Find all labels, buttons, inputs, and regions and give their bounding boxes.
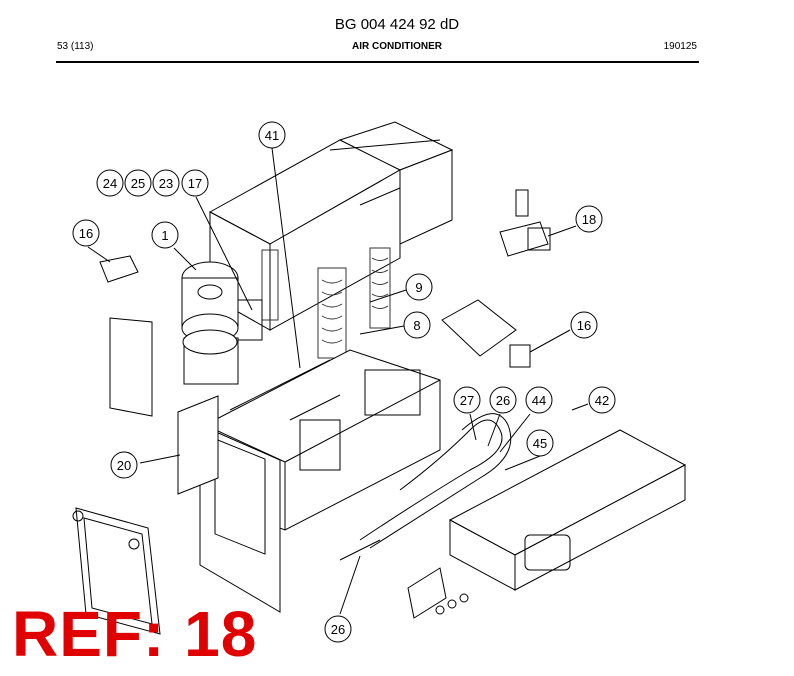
svg-text:42: 42 — [595, 393, 609, 408]
callout-45: 45 — [526, 429, 554, 457]
page-number: 53 (113) — [57, 41, 94, 52]
callout-41: 41 — [258, 121, 286, 149]
callout-17: 17 — [181, 169, 209, 197]
callout-26-bottom: 26 — [324, 615, 352, 643]
svg-text:9: 9 — [415, 280, 422, 295]
svg-text:16: 16 — [79, 226, 93, 241]
callout-26-top: 26 — [489, 386, 517, 414]
callout-16-right: 16 — [570, 311, 598, 339]
valve-assembly — [499, 189, 551, 257]
svg-text:45: 45 — [533, 436, 547, 451]
svg-text:17: 17 — [188, 176, 202, 191]
svg-text:24: 24 — [103, 176, 117, 191]
callout-1: 1 — [151, 221, 179, 249]
left-panel — [99, 255, 153, 417]
drain-tray — [448, 429, 687, 591]
coils — [261, 247, 391, 359]
front-cover — [72, 507, 161, 635]
svg-text:25: 25 — [131, 176, 145, 191]
callout-24: 24 — [96, 169, 124, 197]
revision-date: 190125 — [663, 41, 697, 52]
svg-text:16: 16 — [577, 318, 591, 333]
bracket — [441, 299, 531, 368]
svg-text:26: 26 — [496, 393, 510, 408]
section-title: AIR CONDITIONER — [352, 41, 442, 52]
callout-8: 8 — [403, 311, 431, 339]
svg-text:8: 8 — [413, 318, 420, 333]
callout-44: 44 — [525, 386, 553, 414]
document-code: BG 004 424 92 dD — [334, 16, 460, 33]
callout-42: 42 — [588, 386, 616, 414]
reference-stamp: REF: 18 — [12, 598, 258, 670]
callout-25: 25 — [124, 169, 152, 197]
leader-lines — [87, 147, 589, 615]
svg-text:18: 18 — [582, 212, 596, 227]
main-frame — [199, 349, 441, 613]
svg-text:41: 41 — [265, 128, 279, 143]
mounting-plate — [407, 567, 469, 619]
svg-text:44: 44 — [532, 393, 546, 408]
callout-18: 18 — [575, 205, 603, 233]
header-rule — [56, 61, 699, 63]
svg-text:20: 20 — [117, 458, 131, 473]
callout-20: 20 — [110, 451, 138, 479]
svg-text:1: 1 — [161, 228, 168, 243]
svg-text:26: 26 — [331, 622, 345, 637]
callout-16-left: 16 — [72, 219, 100, 247]
svg-text:27: 27 — [460, 393, 474, 408]
callout-27: 27 — [453, 386, 481, 414]
pipes — [339, 413, 512, 561]
callout-23: 23 — [152, 169, 180, 197]
callout-9: 9 — [405, 273, 433, 301]
svg-text:23: 23 — [159, 176, 173, 191]
callouts: 41 24 25 23 17 16 1 18 9 8 16 27 26 44 4… — [72, 121, 616, 643]
filter-pad — [177, 395, 219, 495]
